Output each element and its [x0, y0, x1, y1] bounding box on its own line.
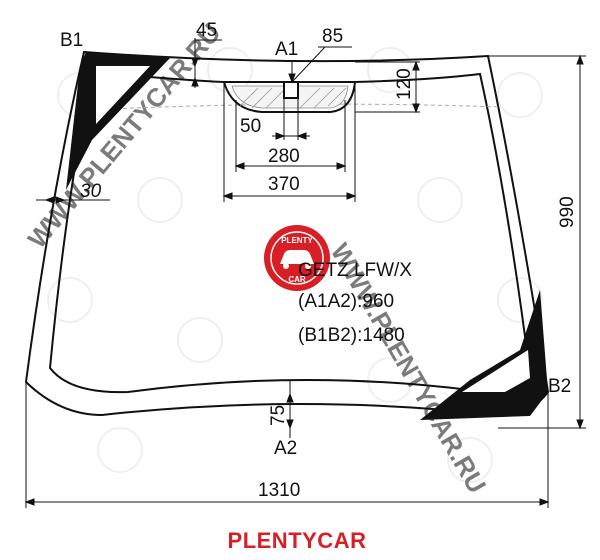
ceramic-gap-bottom-right — [462, 350, 530, 392]
visor-dashed-line — [87, 103, 501, 111]
dim-sensor-depth-label: 120 — [394, 68, 415, 100]
dim-zone-inner — [234, 100, 347, 172]
dim-bracket-inner — [272, 98, 310, 140]
corner-label-b1: B1 — [60, 30, 83, 51]
corner-label-b2: B2 — [548, 376, 571, 397]
dim-sensor-depth — [355, 60, 420, 114]
ceramic-corner-bottom-right — [420, 290, 548, 420]
dim-bottom-band-label: 75 — [268, 405, 289, 426]
dim-height — [488, 54, 586, 430]
dim-top-offset — [191, 38, 222, 88]
dim-width-label: 1310 — [258, 480, 300, 501]
dim-bottom-band — [286, 380, 294, 438]
brand-name: PLENTYCAR — [228, 528, 367, 553]
sensor-zone-outline — [223, 81, 356, 113]
dim-bracket-width-label: 85 — [322, 26, 343, 47]
dim-width — [24, 382, 550, 508]
dim-bracket-leader — [288, 46, 352, 84]
dim-height-label: 990 — [557, 196, 578, 228]
corner-label-a1: A1 — [275, 39, 298, 60]
dim-zone-outer-label: 370 — [268, 174, 300, 195]
ceramic-gap-top-left — [96, 66, 150, 124]
mirror-bracket — [283, 81, 299, 99]
logo-text-top: PLENTY — [281, 236, 313, 245]
dimension-b1b2: (B1B2):1480 — [298, 325, 405, 346]
logo-text-bottom: CAR — [288, 275, 306, 284]
corner-label-a2: A2 — [274, 438, 297, 459]
dim-bracket-inner-label: 50 — [240, 116, 261, 137]
plentycar-logo: PLENTY CAR — [264, 225, 330, 291]
dim-side-band — [36, 196, 110, 204]
ceramic-corner-top-left — [66, 52, 170, 190]
car-icon — [280, 250, 314, 264]
dim-zone-inner-label: 280 — [268, 146, 300, 167]
dim-side-band-label: 30 — [80, 181, 102, 202]
dimension-a1a2: (A1A2):960 — [298, 291, 394, 312]
dim-zone-outer — [222, 82, 357, 202]
watermark-text-1: WWW.PLENTYCAR.RU — [22, 18, 227, 254]
model-code: GETZ LFW/X — [298, 260, 412, 281]
sensor-hatch-lines — [239, 87, 347, 109]
dim-top-offset-label: 45 — [196, 20, 217, 41]
